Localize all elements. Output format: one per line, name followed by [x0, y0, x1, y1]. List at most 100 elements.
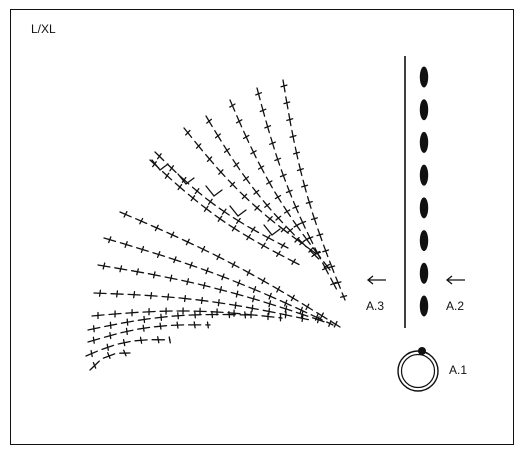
stitch-tick — [291, 258, 296, 265]
stitch-tick — [314, 251, 322, 256]
stitch-tick — [164, 172, 170, 179]
a3-row — [154, 151, 289, 249]
stitch-tick — [308, 247, 314, 253]
stitch-join — [205, 185, 223, 197]
stitch-tick — [328, 320, 332, 327]
stitch-tick — [229, 181, 236, 188]
stitch-tick — [217, 299, 220, 307]
stitch-tick — [274, 157, 282, 162]
stitch-tick — [292, 151, 301, 155]
stitch-tick — [305, 200, 313, 204]
stitch-tick — [284, 311, 287, 319]
stitch-tick — [140, 245, 145, 253]
a3-row — [91, 307, 283, 322]
stitch-tick — [150, 292, 153, 300]
stitch-tick — [126, 318, 129, 326]
stitch-tick — [190, 195, 196, 202]
a3-row — [280, 79, 348, 301]
stitch-tick — [123, 349, 127, 357]
stitch-tick — [322, 266, 329, 271]
stitch-tick — [265, 234, 271, 241]
chain-stitch-icon — [419, 295, 429, 317]
stitch-tick — [234, 301, 237, 309]
stitch-tick — [242, 134, 250, 140]
stitch-tick — [235, 290, 239, 298]
stitch-tick — [266, 180, 273, 185]
stitch-tick — [154, 224, 159, 232]
size-label: L/XL — [31, 22, 56, 36]
stitch-tick — [160, 313, 163, 321]
a3-row — [205, 115, 320, 260]
a3-stitch-fan — [85, 79, 348, 371]
chain-stitch-icon — [419, 66, 429, 88]
a3-row — [183, 127, 317, 255]
stitch-tick — [255, 92, 263, 96]
a3-row — [87, 310, 251, 333]
stitch-tick — [280, 226, 287, 233]
stitch-tick — [194, 311, 196, 319]
stitch-tick — [176, 321, 179, 329]
stitch-tick — [340, 295, 348, 298]
stitch-tick — [254, 205, 260, 211]
stitch-tick — [246, 269, 251, 276]
chain-stitch-icon — [419, 164, 429, 186]
stitch-tick — [142, 324, 145, 332]
stitch-tick — [136, 268, 139, 276]
stitch-tick — [275, 215, 282, 221]
chain-stitch-icon — [419, 262, 429, 284]
stitch-tick — [125, 327, 128, 336]
stitch-tick — [268, 300, 272, 308]
stitch-tick — [170, 231, 175, 239]
a3-row — [97, 262, 325, 324]
stitch-tick — [214, 133, 221, 139]
stitch-tick — [283, 209, 291, 214]
stitch-tick — [218, 169, 224, 175]
stitch-tick — [133, 291, 136, 299]
stitch-tick — [276, 286, 281, 293]
stitch-tick — [205, 267, 209, 275]
stitch-tick — [185, 238, 190, 246]
stitch-tick — [306, 236, 314, 240]
stitch-tick — [211, 310, 214, 319]
a2-chain-column — [419, 66, 429, 317]
chain-stitch-icon — [419, 230, 429, 252]
stitch-tick — [252, 286, 257, 293]
stitch-tick — [92, 336, 95, 344]
stitch-tick — [181, 176, 187, 183]
stitch-tick — [252, 295, 255, 303]
stitch-tick — [123, 211, 128, 218]
a3-row — [93, 289, 310, 323]
stitch-tick — [316, 233, 324, 237]
stitch-tick — [156, 153, 162, 160]
stitch-tick — [108, 236, 112, 244]
stitch-tick — [289, 134, 297, 138]
chart-frame — [10, 9, 514, 445]
stitch-tick — [279, 173, 287, 178]
stitch-tick — [276, 250, 281, 257]
stitch-tick — [284, 299, 288, 307]
stitch-tick — [268, 307, 271, 316]
stitch-tick — [168, 336, 171, 344]
stitch-tick — [92, 325, 95, 333]
stitch-tick — [143, 315, 146, 324]
stitch-tick — [233, 162, 240, 168]
stitch-tick — [287, 228, 294, 234]
stitch-tick — [186, 278, 190, 286]
stitch-tick — [102, 262, 106, 270]
stitch-tick — [299, 306, 303, 314]
stitch-tick — [250, 150, 257, 155]
stitch-tick — [269, 141, 276, 145]
stitch-tick — [299, 240, 306, 246]
stitch-tick — [264, 202, 271, 208]
stitch-tick — [299, 220, 307, 225]
stitch-tick — [156, 251, 161, 258]
stitch-join — [151, 159, 169, 171]
stitch-tick — [333, 320, 338, 328]
stitch-tick — [274, 194, 282, 200]
stitch-tick — [207, 198, 213, 205]
stitch-tick — [206, 118, 213, 124]
a3-row — [103, 236, 334, 327]
stitch-tick — [260, 242, 266, 249]
stitch-tick — [280, 242, 286, 249]
stitch-tick — [319, 312, 324, 320]
